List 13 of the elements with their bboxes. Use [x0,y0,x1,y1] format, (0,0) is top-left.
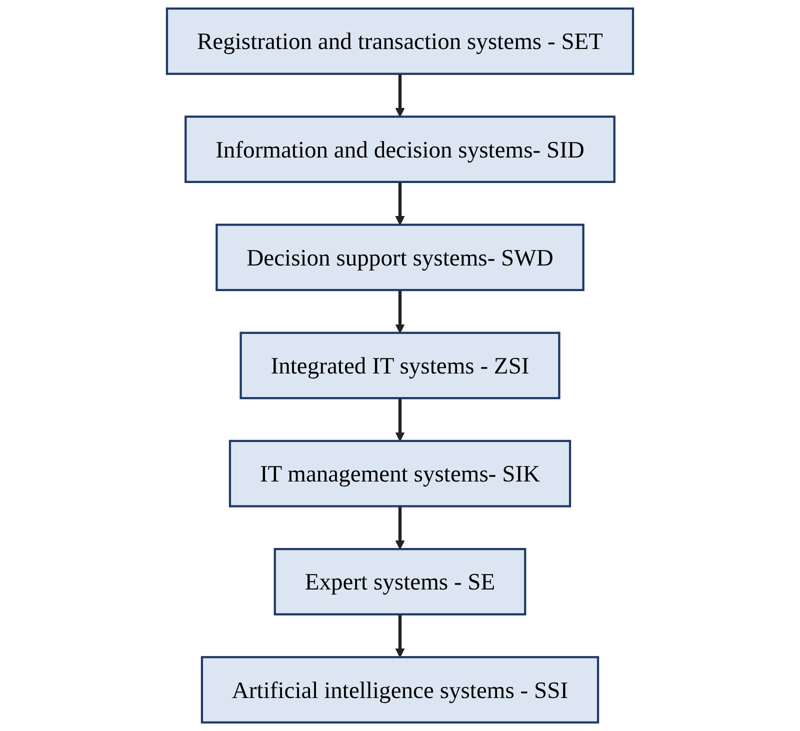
node-box: Registration and transaction systems - SET [166,8,634,75]
node-box: IT management systems- SIK [228,440,572,508]
arrow [395,398,405,442]
arrow [395,74,405,118]
arrow [395,182,405,226]
node-box: Integrated IT systems - ZSI [240,332,560,400]
arrow [395,290,405,334]
node-box: Information and decision systems- SID [184,116,616,184]
arrow [395,614,405,658]
arrow [395,506,405,550]
node-box: Expert systems - SE [274,548,526,616]
node-box: Artificial intelligence systems - SSI [200,656,600,724]
node-box: Decision support systems- SWD [216,224,584,292]
